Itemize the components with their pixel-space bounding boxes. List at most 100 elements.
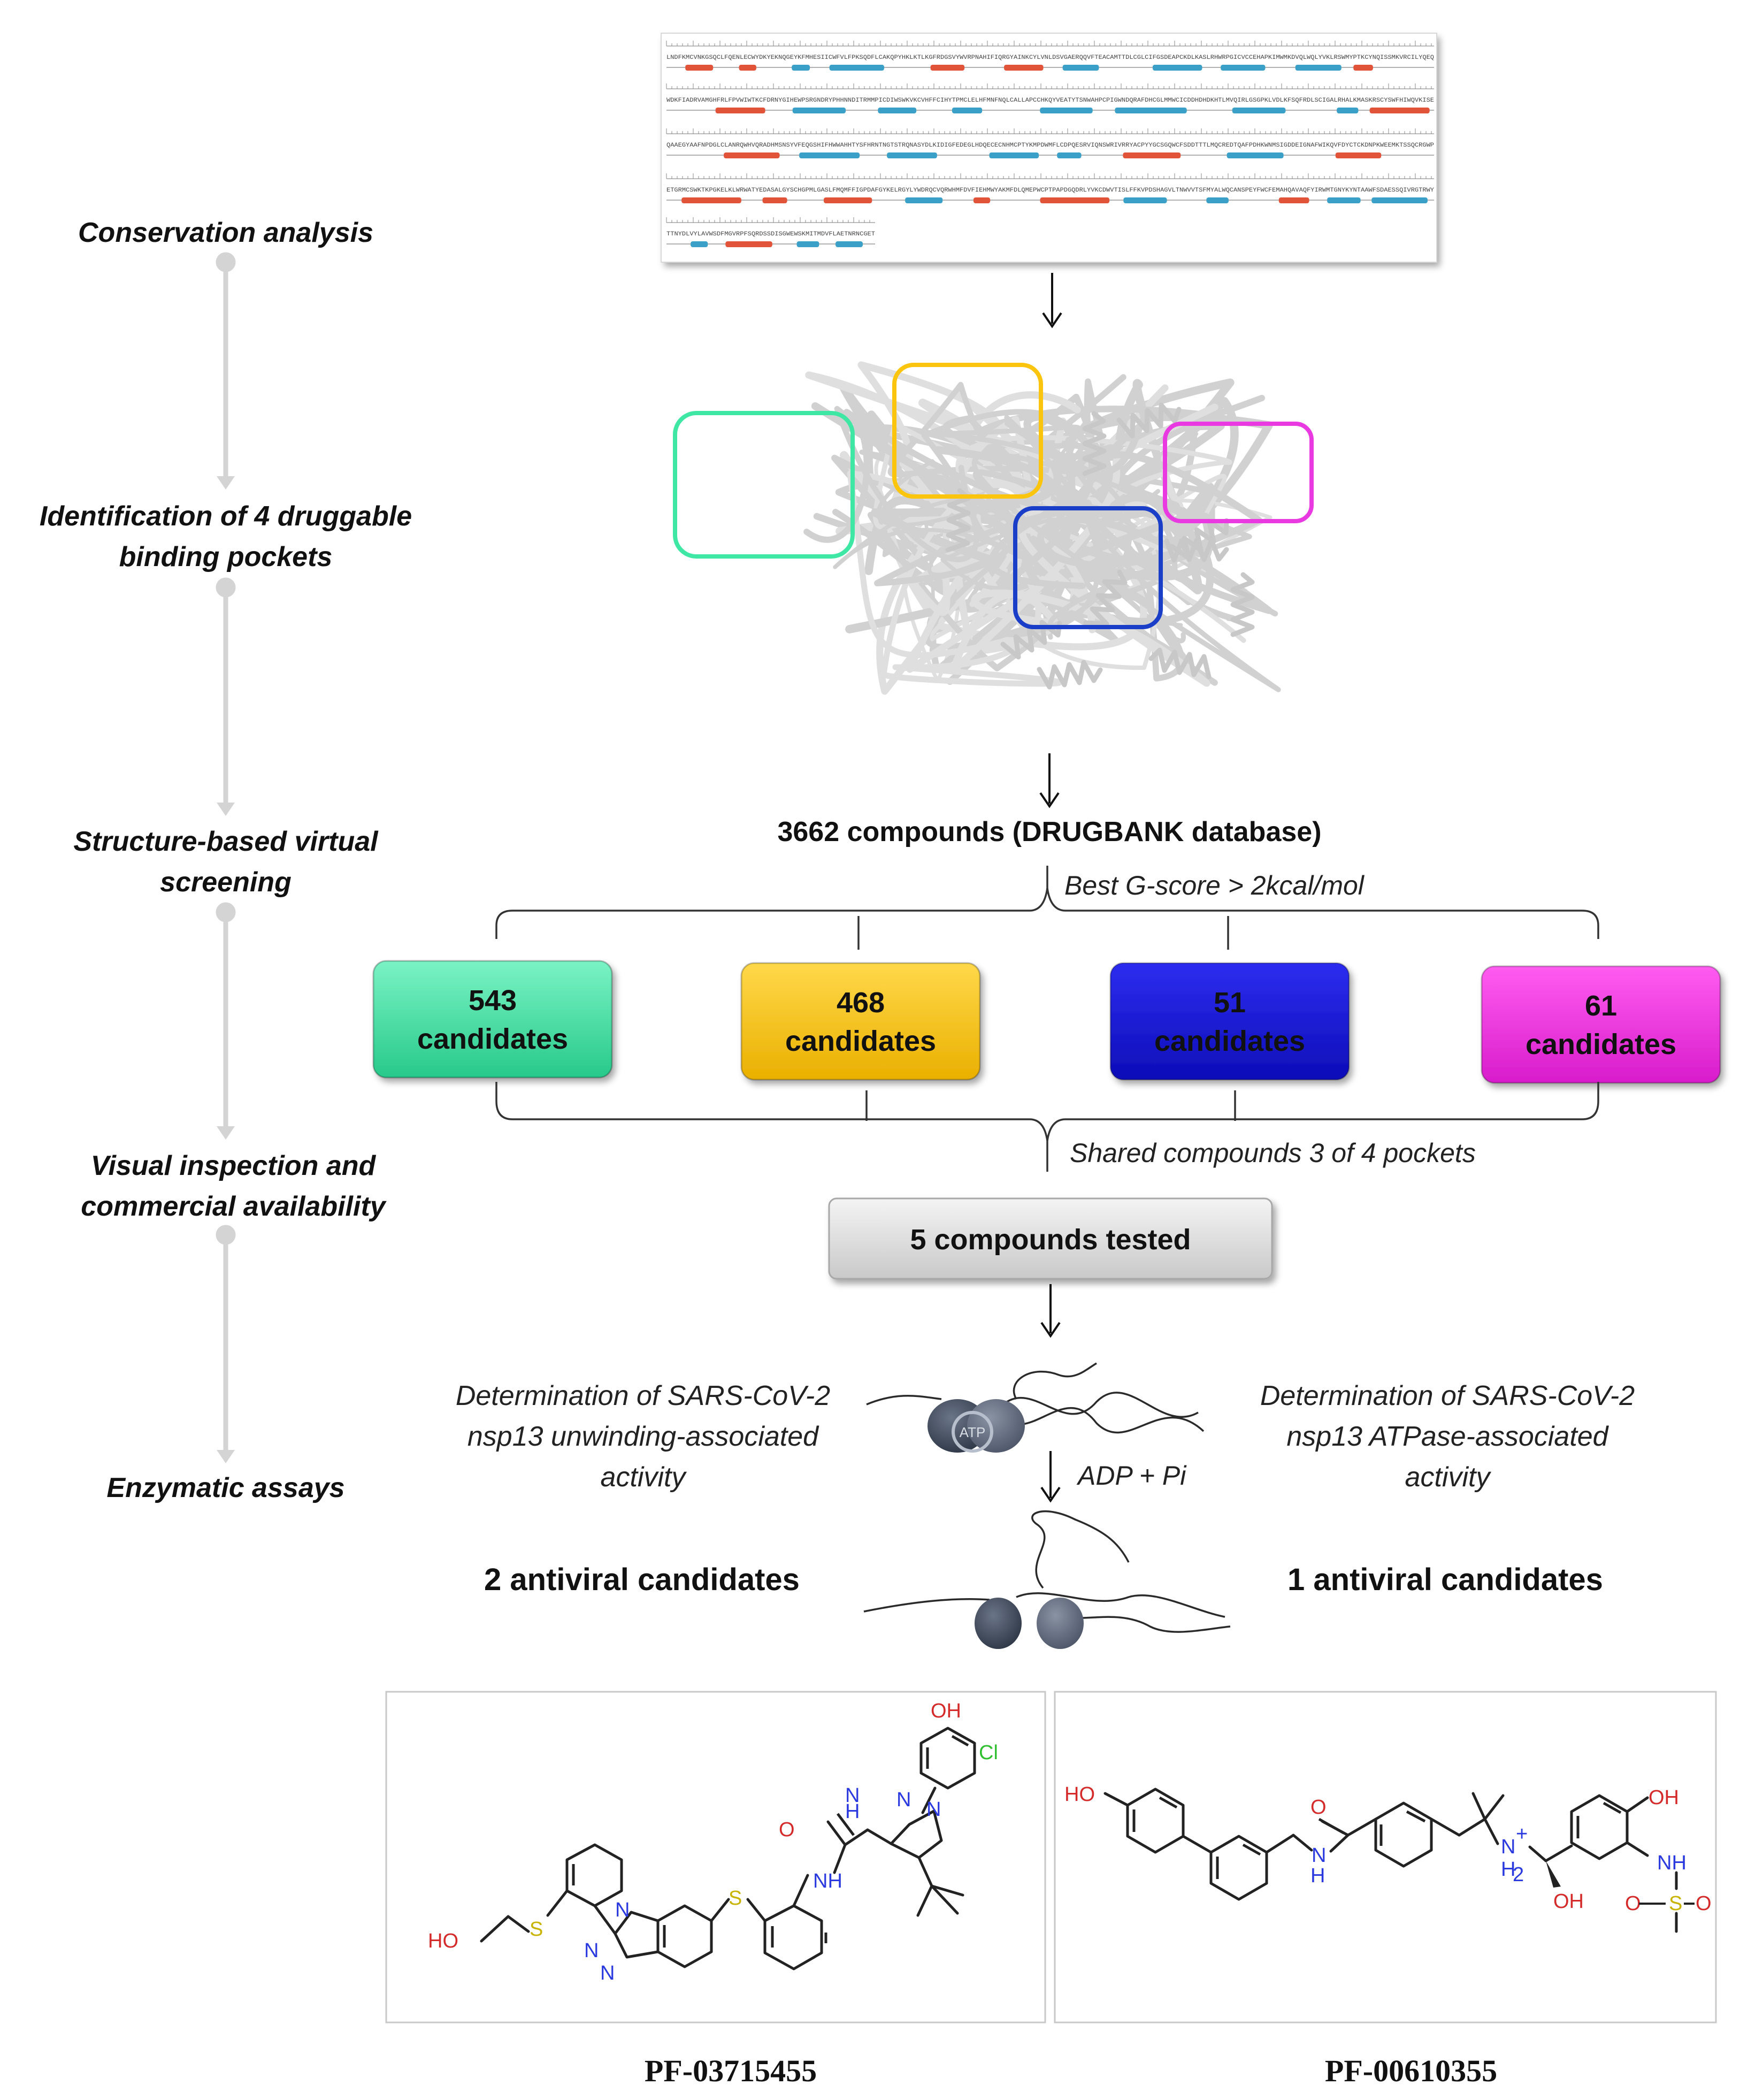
svg-text:N: N bbox=[584, 1939, 599, 1962]
tested-box: 5 compounds tested bbox=[828, 1197, 1273, 1280]
svg-text:TTNYDLVYLAVWSDFMGVRPFSQRDSSDIS: TTNYDLVYLAVWSDFMGVRPFSQRDSSDISGWEWSKMITM… bbox=[666, 231, 875, 238]
assay-left-line: activity bbox=[601, 1462, 687, 1493]
svg-text:2: 2 bbox=[1513, 1864, 1524, 1886]
candidate-label: candidates bbox=[1526, 1028, 1676, 1060]
svg-text:H: H bbox=[845, 1800, 860, 1823]
svg-text:ETGRMCSWKTKPGKELKLWRWATYEDASAL: ETGRMCSWKTKPGKELKLWRWATYEDASALGYSCHGPMLG… bbox=[666, 187, 1434, 194]
molecule-pf00610355: HO O N H N + H 2 OH OH NH O S O bbox=[1064, 1783, 1712, 1933]
step-label-line: screening bbox=[160, 867, 292, 898]
sequence-rows: LNDFKMCVNKGSQCLFQENLECWYDKYEKNQGEYKFMHES… bbox=[666, 41, 1434, 247]
svg-text:N: N bbox=[1501, 1836, 1515, 1858]
candidate-count: 51 bbox=[1214, 987, 1246, 1019]
svg-text:S: S bbox=[729, 1887, 742, 1910]
compound-panel-1 bbox=[385, 1691, 1046, 2023]
assay-left-text: Determination of SARS-CoV-2 nsp13 unwindi… bbox=[456, 1380, 830, 1493]
svg-text:N: N bbox=[926, 1798, 941, 1821]
step-label-5: Enzymatic assays bbox=[106, 1472, 344, 1503]
candidate-count: 543 bbox=[469, 984, 517, 1017]
step-label-3: Structure-based virtual screening bbox=[73, 826, 379, 898]
assay-right-text: Determination of SARS-CoV-2 nsp13 ATPase-… bbox=[1260, 1380, 1635, 1493]
step-label-line: Identification of 4 druggable bbox=[40, 501, 412, 532]
svg-text:HO: HO bbox=[1064, 1783, 1095, 1806]
svg-text:O: O bbox=[1696, 1892, 1712, 1915]
svg-text:S: S bbox=[530, 1918, 543, 1941]
svg-text:S: S bbox=[1669, 1892, 1682, 1915]
molecule-pf03715455: OH Cl N N N H O NH S N N N S HO bbox=[428, 1700, 998, 1984]
assay-left-line: Determination of SARS-CoV-2 bbox=[456, 1380, 830, 1411]
candidate-label: candidates bbox=[785, 1025, 936, 1057]
candidate-count: 61 bbox=[1585, 990, 1617, 1022]
svg-text:N: N bbox=[845, 1784, 860, 1807]
step-label-line: commercial availability bbox=[81, 1191, 387, 1222]
step-label-line: Conservation analysis bbox=[78, 217, 373, 248]
step-label-4: Visual inspection and commercial availabi… bbox=[81, 1150, 387, 1222]
step-label-line: Enzymatic assays bbox=[106, 1472, 344, 1503]
pocket-outlines bbox=[673, 363, 1314, 629]
gscore-label: Best G-score > 2kcal/mol bbox=[1064, 870, 1365, 900]
svg-text:NH: NH bbox=[813, 1870, 842, 1892]
candidate-box-3: 51 candidates bbox=[1109, 962, 1350, 1081]
helicase-illustration-unwound bbox=[863, 1510, 1231, 1649]
svg-text:+: + bbox=[1516, 1823, 1528, 1845]
step-label-line: Structure-based virtual bbox=[73, 826, 379, 857]
candidate-label: candidates bbox=[417, 1023, 568, 1055]
sequence-row: ETGRMCSWKTKPGKELKLWRWATYEDASALGYSCHGPMLG… bbox=[666, 173, 1434, 203]
svg-text:LNDFKMCVNKGSQCLFQENLECWYDKYEKN: LNDFKMCVNKGSQCLFQENLECWYDKYEKNQGEYKFMHES… bbox=[666, 55, 1434, 61]
top-brace bbox=[495, 866, 1599, 950]
pocket-outline-teal bbox=[673, 411, 855, 559]
step-label-line: Visual inspection and bbox=[91, 1150, 377, 1181]
left-result: 2 antiviral candidates bbox=[484, 1562, 800, 1597]
svg-text:O: O bbox=[779, 1819, 795, 1841]
candidate-box-1: 543 candidates bbox=[372, 960, 613, 1079]
candidate-label: candidates bbox=[1154, 1025, 1305, 1057]
sequence-row: TTNYDLVYLAVWSDFMGVRPFSQRDSSDISGWEWSKMITM… bbox=[666, 217, 875, 247]
svg-text:Cl: Cl bbox=[979, 1742, 998, 1764]
candidate-box-4: 61 candidates bbox=[1481, 965, 1721, 1084]
svg-text:WDKFIADRVAMGHFRLFPVWIWTKCFDRNY: WDKFIADRVAMGHFRLFPVWIWTKCFDRNYGIHEWPSRGN… bbox=[666, 97, 1434, 104]
step-connectors bbox=[216, 252, 236, 1463]
candidate-box-2: 468 candidates bbox=[740, 962, 981, 1081]
pocket-outline-orange bbox=[892, 363, 1043, 499]
compound-name-2: PF-00610355 bbox=[1325, 2053, 1497, 2088]
svg-text:N: N bbox=[1312, 1844, 1326, 1867]
assay-right-line: activity bbox=[1405, 1462, 1492, 1493]
assay-left-line: nsp13 unwinding-associated bbox=[467, 1421, 819, 1452]
helicase-illustration-atp: ATP bbox=[866, 1362, 1205, 1453]
svg-text:H: H bbox=[1310, 1865, 1325, 1887]
svg-text:H: H bbox=[1501, 1858, 1515, 1881]
svg-text:QAAEGYAAFNPDGLCLANRQWHVQRADHMS: QAAEGYAAFNPDGLCLANRQWHVQRADHMSNSYVFEQGSH… bbox=[666, 142, 1434, 149]
candidate-count: 468 bbox=[837, 987, 885, 1019]
svg-text:N: N bbox=[896, 1789, 911, 1811]
compounds-label: 3662 compounds (DRUGBANK database) bbox=[777, 816, 1321, 847]
pocket-outline-magenta bbox=[1163, 422, 1314, 523]
svg-text:HO: HO bbox=[428, 1930, 458, 1952]
svg-text:O: O bbox=[1310, 1796, 1327, 1819]
svg-text:O: O bbox=[1625, 1892, 1641, 1915]
sequence-row: QAAEGYAAFNPDGLCLANRQWHVQRADHMSNSYVFEQGSH… bbox=[666, 128, 1434, 158]
right-result: 1 antiviral candidates bbox=[1287, 1562, 1603, 1597]
assay-right-line: nsp13 ATPase-associated bbox=[1286, 1421, 1609, 1452]
shared-label: Shared compounds 3 of 4 pockets bbox=[1070, 1138, 1476, 1168]
compound-name-1: PF-03715455 bbox=[645, 2053, 817, 2088]
assay-right-line: Determination of SARS-CoV-2 bbox=[1260, 1380, 1635, 1411]
sequence-row: LNDFKMCVNKGSQCLFQENLECWYDKYEKNQGEYKFMHES… bbox=[666, 41, 1434, 71]
product-label: ADP + Pi bbox=[1076, 1461, 1187, 1491]
sequence-alignment-panel: LNDFKMCVNKGSQCLFQENLECWYDKYEKNQGEYKFMHES… bbox=[661, 33, 1437, 263]
sequence-row: WDKFIADRVAMGHFRLFPVWIWTKCFDRNYGIHEWPSRGN… bbox=[666, 83, 1434, 113]
pocket-outline-blue bbox=[1013, 506, 1163, 629]
bottom-brace bbox=[495, 1082, 1599, 1172]
svg-text:OH: OH bbox=[931, 1700, 961, 1722]
svg-text:NH: NH bbox=[1657, 1852, 1687, 1874]
svg-text:OH: OH bbox=[1553, 1890, 1584, 1913]
tested-label: 5 compounds tested bbox=[910, 1224, 1191, 1256]
svg-text:ATP: ATP bbox=[960, 1424, 986, 1440]
svg-text:N: N bbox=[615, 1899, 630, 1921]
step-label-1: Conservation analysis bbox=[78, 217, 373, 248]
svg-text:N: N bbox=[600, 1962, 615, 1984]
svg-text:OH: OH bbox=[1649, 1786, 1679, 1809]
candidate-boxes: 543candidates468candidates51candidates61… bbox=[372, 960, 1721, 1084]
